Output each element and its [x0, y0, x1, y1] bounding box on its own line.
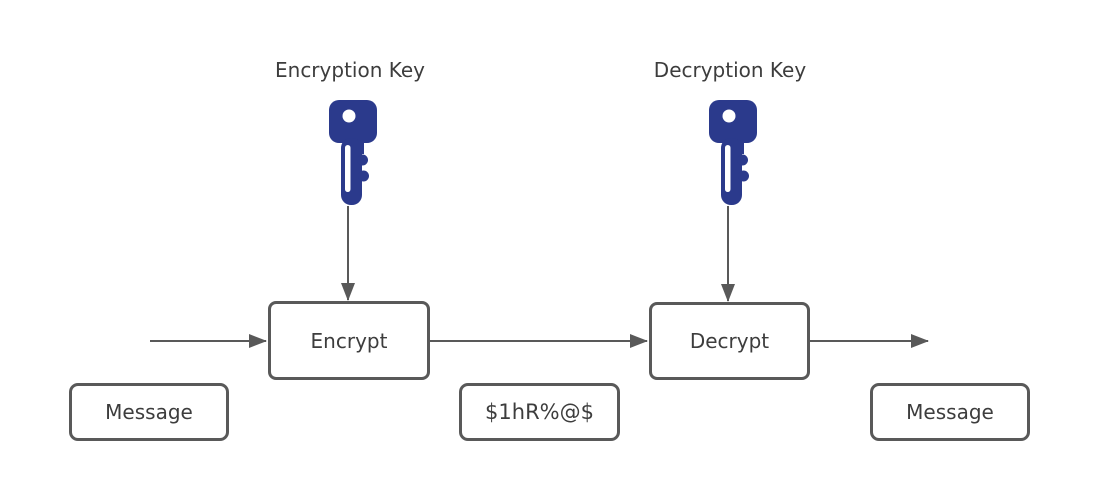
decryption-key-icon: [709, 100, 757, 205]
decrypt-box: Decrypt: [649, 302, 810, 380]
message-input-label: Message: [105, 400, 193, 424]
encryption-key-icon: [329, 100, 377, 205]
ciphertext-box: $1hR%@$: [459, 383, 620, 441]
decryption-key-label: Decryption Key: [653, 58, 807, 82]
encryption-key-label: Encryption Key: [275, 58, 425, 82]
encrypt-box: Encrypt: [268, 301, 430, 380]
encrypt-box-label: Encrypt: [310, 328, 388, 353]
message-output-label: Message: [906, 400, 994, 424]
message-input-box: Message: [69, 383, 229, 441]
ciphertext-label: $1hR%@$: [485, 400, 594, 424]
message-output-box: Message: [870, 383, 1030, 441]
decrypt-box-label: Decrypt: [689, 329, 770, 353]
